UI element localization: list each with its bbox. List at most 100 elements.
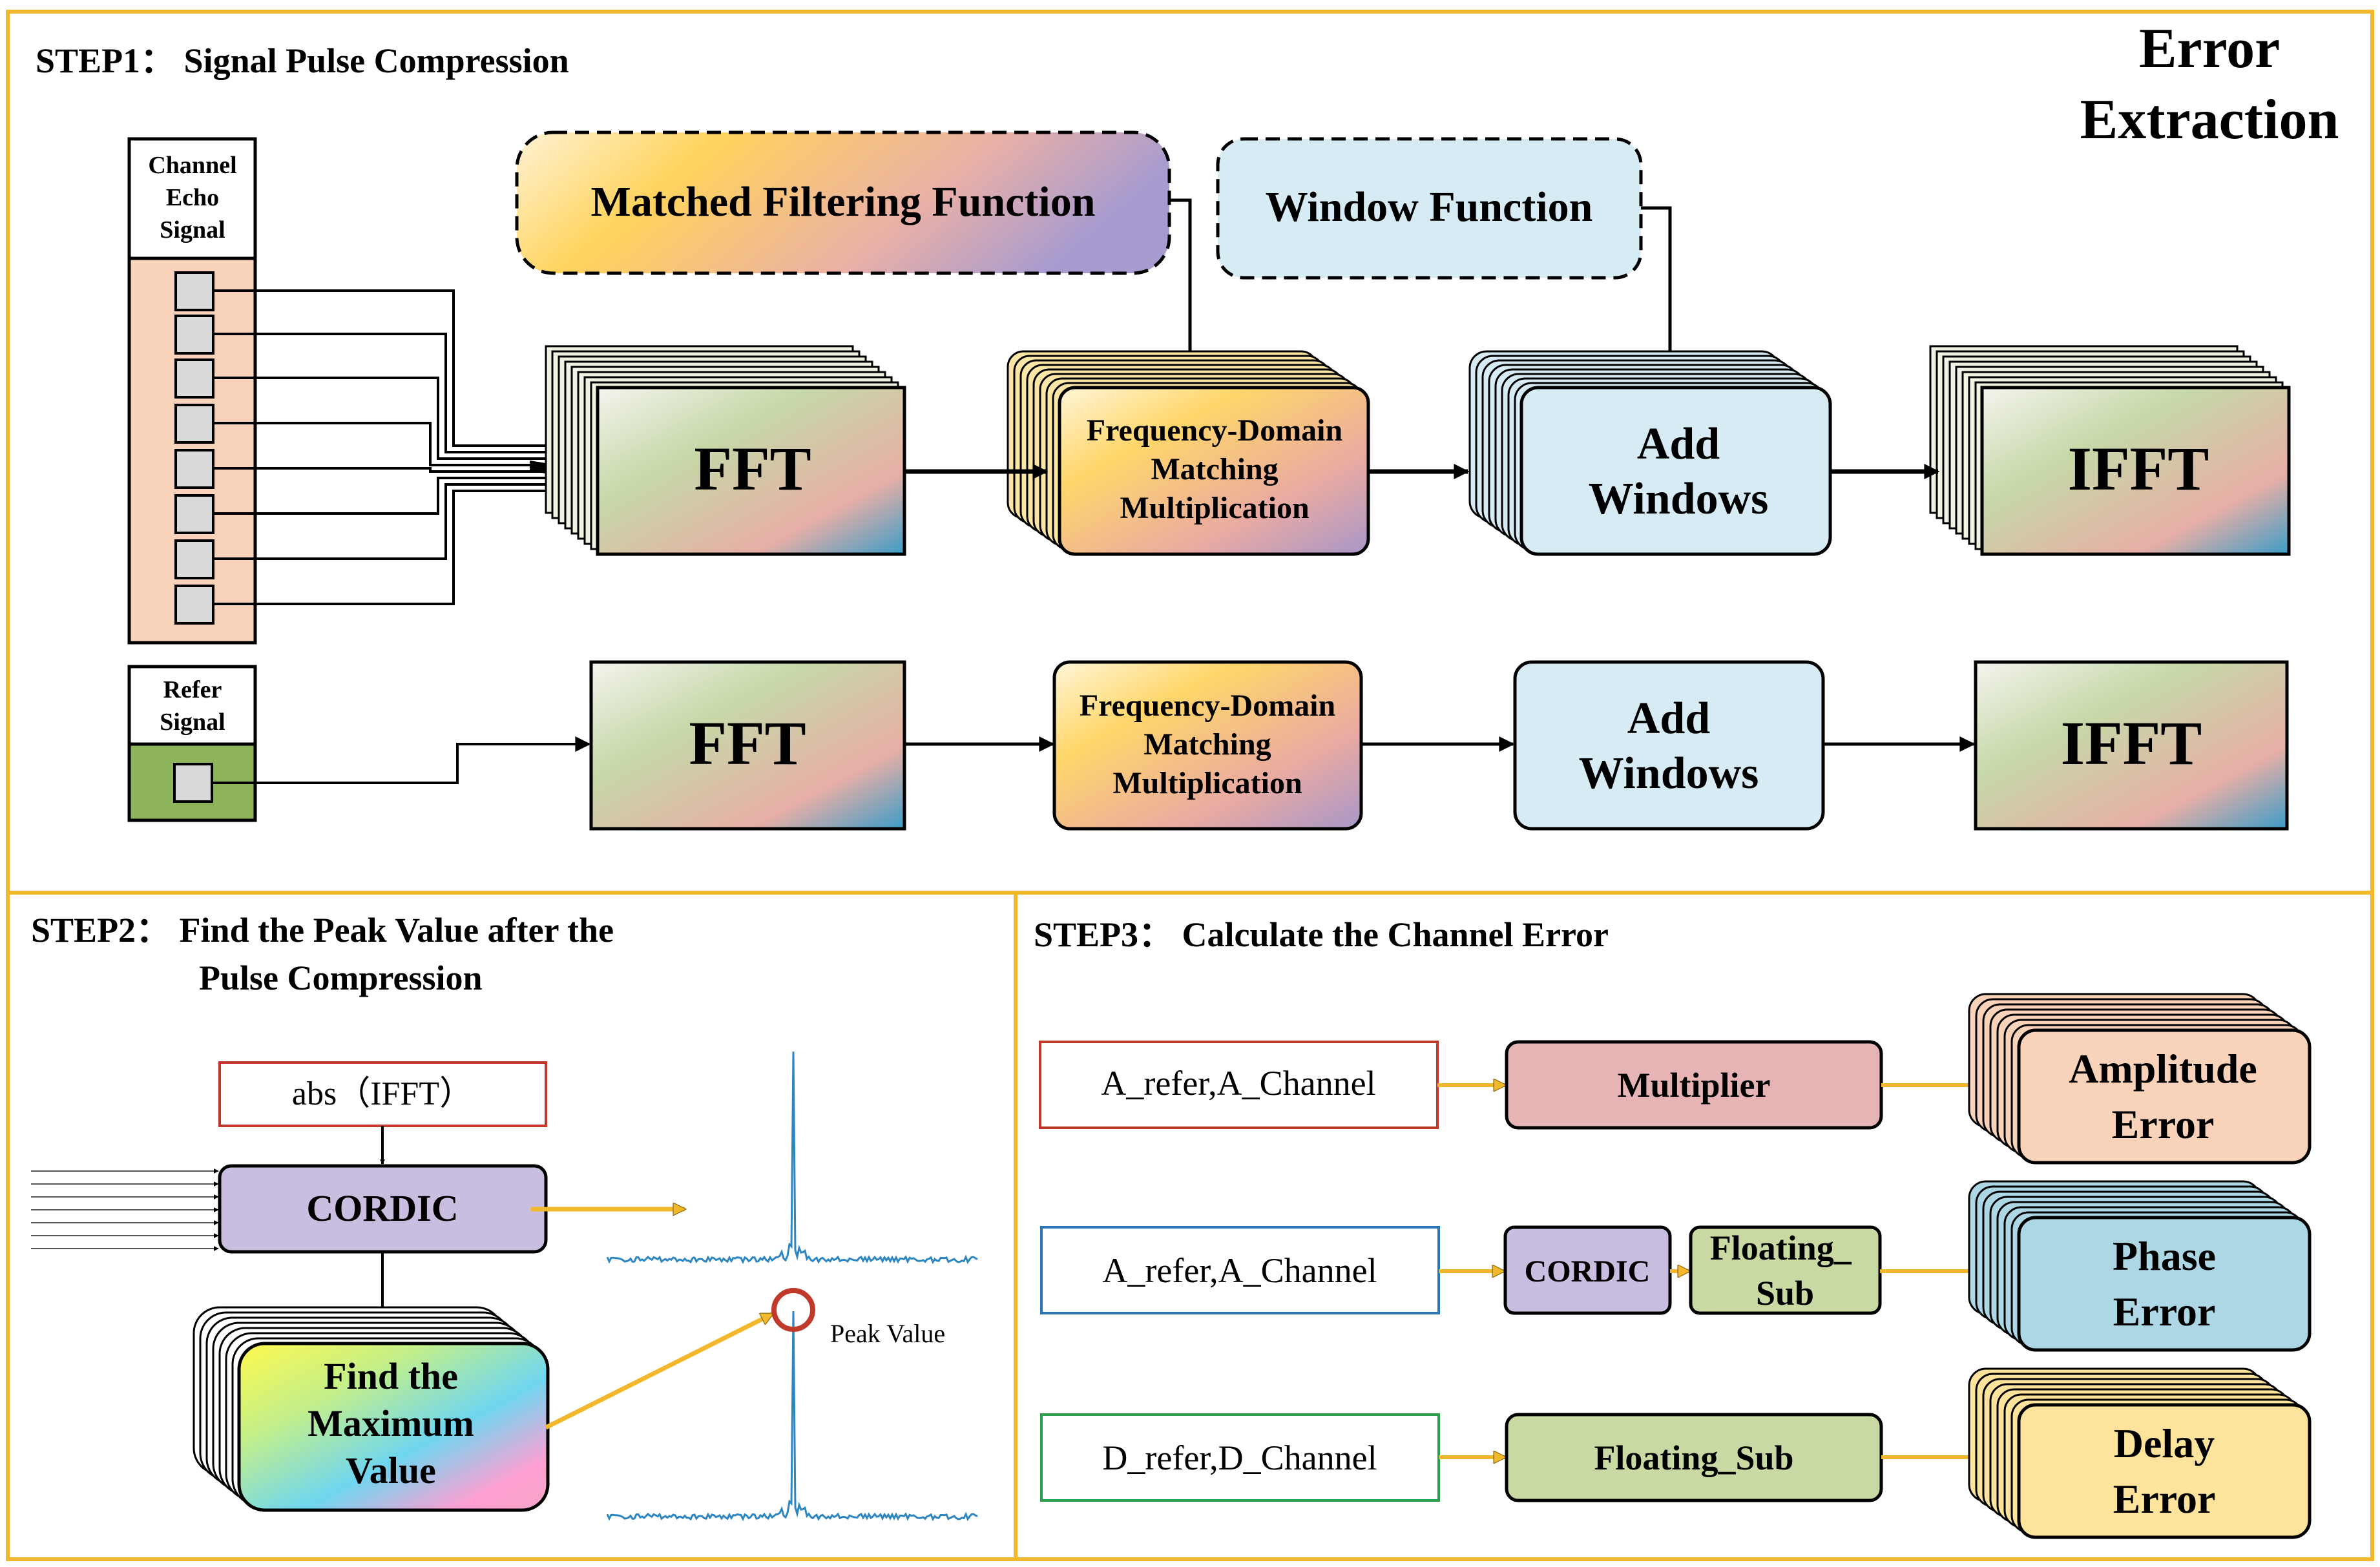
channel-wire (213, 467, 569, 473)
delay-error-label-2: Error (2113, 1476, 2216, 1522)
step3-section: STEP3： Calculate the Channel Error A_ref… (1034, 915, 2312, 1539)
row1-input-box (1039, 1041, 1439, 1129)
channel-echo-label-2: Echo (166, 184, 219, 211)
stack-front (2017, 1028, 2312, 1165)
fft-bottom-label: FFT (689, 709, 806, 778)
amplitude-error-stack (1968, 993, 2312, 1165)
channel-echo-label-1: Channel (148, 152, 236, 179)
ifft-bottom-box (1974, 660, 2289, 831)
fdmm-top-label-1: Frequency-Domain (1087, 413, 1342, 448)
floating-sub-label-row2-line2: Sub (1756, 1274, 1814, 1313)
matched-filtering-function: Matched Filtering Function (515, 130, 1198, 371)
stack-front (2017, 1216, 2312, 1352)
step3-heading: STEP3： Calculate the Channel Error (1034, 915, 1609, 954)
fdmm-bottom-label-1: Frequency-Domain (1080, 689, 1335, 723)
title-line-1: Error (2139, 17, 2280, 80)
stack-front (2017, 1403, 2312, 1539)
find-max-label-3: Value (346, 1449, 436, 1491)
find-max-stack (193, 1306, 550, 1512)
amplitude-error-label-1: Amplitude (2069, 1046, 2257, 1092)
fdmm-stack (1007, 350, 1370, 556)
row1-input-label: A_refer,A_Channel (1101, 1064, 1375, 1103)
fdmm-top-label-3: Multiplication (1120, 491, 1309, 525)
stack-front (1980, 386, 2291, 556)
stack-front (596, 386, 906, 556)
channel-wire (213, 477, 569, 515)
row2-cordic-label: CORDIC (1525, 1254, 1651, 1289)
channel-port (174, 449, 214, 489)
phase-error-label-1: Phase (2113, 1233, 2216, 1279)
add-windows-stack (1468, 350, 1832, 556)
cordic-label: CORDIC (306, 1187, 458, 1229)
channel-port (174, 585, 214, 625)
step2-section: STEP2： Find the Peak Value after the Pul… (31, 911, 978, 1522)
peak-value-label: Peak Value (830, 1319, 945, 1348)
refer-label-1: Refer (163, 676, 222, 703)
abs-ifft-box (218, 1061, 547, 1127)
title-line-2: Extraction (2080, 88, 2339, 151)
step1-heading: STEP1： Signal Pulse Compression (36, 41, 569, 80)
ifft-top-label: IFFT (2068, 434, 2209, 503)
floating-sub-label-row3: Floating_Sub (1594, 1438, 1793, 1477)
find-max-label-2: Maximum (308, 1402, 474, 1444)
channel-port (174, 539, 214, 579)
fdmm-top-label-2: Matching (1151, 452, 1278, 486)
channel-port (174, 271, 214, 311)
stack-front (1058, 386, 1370, 556)
spectrum-plot-bottom (606, 1311, 978, 1522)
channel-echo-label-box (127, 137, 257, 260)
ifft-stack (1929, 345, 2291, 556)
step2-heading-2: Pulse Compression (199, 959, 483, 997)
matched-filtering-label: Matched Filtering Function (591, 178, 1096, 225)
ifft-bottom-label: IFFT (2061, 709, 2202, 778)
phase-error-stack (1968, 1180, 2312, 1352)
spectrum-plot-top (606, 1051, 978, 1265)
phase-error-label-2: Error (2113, 1289, 2216, 1334)
add-windows-bottom-label-2: Windows (1579, 749, 1759, 798)
arrow-findmax-to-peak (545, 1311, 773, 1430)
find-max-label-1: Find the (324, 1355, 458, 1397)
channel-wire (213, 333, 569, 453)
fdmm-bottom-label-2: Matching (1143, 727, 1271, 762)
channel-port (174, 494, 214, 534)
add-windows-bottom-box (1513, 660, 1825, 831)
channel-port (174, 315, 214, 355)
refer-port (173, 763, 213, 803)
window-function-arrow (1641, 206, 1678, 383)
window-function-label: Window Function (1266, 183, 1593, 231)
outer-frame (6, 10, 2374, 1561)
channel-echo-label-3: Signal (160, 216, 225, 244)
cordic-input-lines (31, 1168, 219, 1251)
add-windows-top-label-1: Add (1637, 419, 1720, 469)
refer-label-2: Signal (160, 709, 225, 736)
fft-top-label: FFT (694, 434, 811, 503)
matched-filtering-box (515, 130, 1171, 275)
channel-wire (213, 483, 569, 560)
channel-wire (213, 377, 569, 460)
refer-signal: Refer Signal (127, 665, 591, 822)
add-windows-bottom-label-1: Add (1627, 694, 1710, 743)
fft-bottom-box (589, 660, 906, 831)
abs-ifft-label: abs（IFFT） (292, 1075, 473, 1112)
delay-error-label-1: Delay (2114, 1420, 2215, 1466)
add-windows-top-label-2: Windows (1589, 474, 1769, 524)
fdmm-bottom-label-3: Multiplication (1112, 766, 1302, 800)
channel-port (174, 404, 214, 444)
channel-port (174, 358, 214, 399)
refer-wire (212, 736, 591, 784)
frames (6, 10, 2374, 1561)
window-function-box (1216, 137, 1643, 280)
channel-wire (213, 490, 569, 605)
channel-wire (213, 422, 569, 466)
channel-wire (213, 289, 569, 447)
channel-wires (213, 289, 592, 605)
floating-sub-label-row2-line1: Floating_ (1710, 1229, 1852, 1267)
multiplier-label: Multiplier (1618, 1066, 1771, 1105)
step2-heading-1: STEP2： Find the Peak Value after the (31, 911, 614, 950)
row2-input-label: A_refer,A_Channel (1102, 1251, 1377, 1290)
amplitude-error-label-2: Error (2112, 1101, 2215, 1147)
row3-input-label: D_refer,D_Channel (1102, 1438, 1377, 1477)
floating-sub-label-row2: Floating_ Sub (1710, 1229, 1861, 1313)
fft-stack (545, 345, 906, 556)
